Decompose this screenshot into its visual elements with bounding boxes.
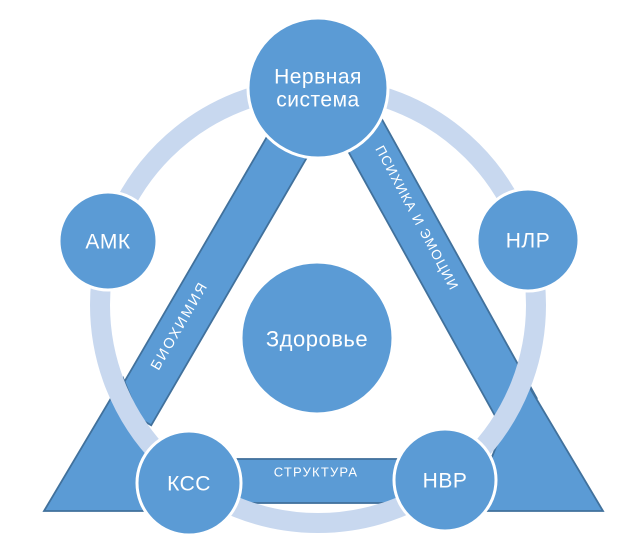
- node-label-nervous-system-line2: система: [276, 89, 359, 112]
- node-circle-amk: [57, 190, 159, 292]
- node-label-kss: КСС: [167, 473, 211, 496]
- node-label-nlr: НЛР: [506, 230, 550, 253]
- node-label-nervous-system-line1: Нервная: [274, 66, 362, 89]
- node-circle-nvr: [392, 427, 498, 533]
- node-circle-health: [239, 260, 395, 416]
- node-circle-nlr: [475, 187, 581, 293]
- node-label-health: Здоровье: [266, 327, 368, 352]
- node-label-amk: АМК: [85, 231, 131, 254]
- node-circle-nervous-system: [246, 16, 390, 160]
- edge-label-structure: СТРУКТУРА: [274, 465, 359, 480]
- node-circle-kss: [135, 429, 243, 537]
- node-label-nvr: НВР: [423, 470, 468, 493]
